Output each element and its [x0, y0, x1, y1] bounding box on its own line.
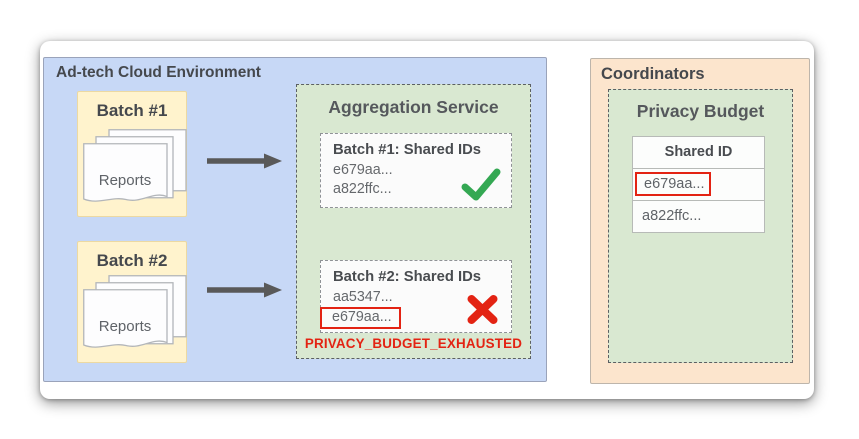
shared-id-table-header: Shared ID — [632, 136, 765, 169]
batch-1-box: Batch #1 Reports — [77, 91, 187, 217]
privacy-budget-panel: Privacy Budget Shared ID e679aa... a822f… — [608, 89, 793, 363]
batch-2-result-title: Batch #2: Shared IDs — [333, 269, 482, 285]
privacy-budget-title: Privacy Budget — [636, 101, 765, 121]
reports-stack-icon: Reports — [83, 129, 187, 202]
flagged-shared-id: e679aa... — [635, 172, 712, 196]
batch-2-result-box: Batch #2: Shared IDs aa5347... e679aa... — [320, 260, 512, 333]
x-icon — [467, 295, 498, 324]
batch-2-flow-arrow-icon — [207, 282, 282, 298]
reports-stack-icon: Reports — [83, 275, 187, 348]
batch-1-flow-arrow-icon — [207, 153, 282, 169]
table-row: e679aa... — [632, 168, 765, 201]
check-icon — [461, 168, 501, 201]
aggregation-service-title: Aggregation Service — [328, 97, 499, 117]
reports-label: Reports — [99, 172, 152, 189]
diagram-card: Ad-tech Cloud Environment Batch #1 Repor… — [40, 41, 814, 399]
batch-1-result-title: Batch #1: Shared IDs — [333, 142, 482, 158]
privacy-budget-exhausted-label: PRIVACY_BUDGET_EXHAUSTED — [304, 336, 523, 351]
reports-label: Reports — [99, 318, 152, 335]
batch-1-result-box: Batch #1: Shared IDs e679aa... a822ffc..… — [320, 133, 512, 208]
shared-id-value: aa5347... — [333, 289, 393, 305]
shared-id-table: Shared ID e679aa... a822ffc... — [632, 136, 765, 233]
adtech-panel-title: Ad-tech Cloud Environment — [56, 64, 261, 81]
coordinators-title: Coordinators — [601, 65, 705, 83]
adtech-cloud-panel: Ad-tech Cloud Environment Batch #1 Repor… — [43, 57, 547, 382]
batch-2-box: Batch #2 Reports — [77, 241, 187, 363]
shared-id-value: e679aa... — [333, 162, 393, 178]
aggregation-service-panel: Aggregation Service Batch #1: Shared IDs… — [296, 84, 531, 359]
shared-id-value: a822ffc... — [333, 181, 392, 197]
flagged-shared-id: e679aa... — [320, 307, 401, 329]
table-row: a822ffc... — [632, 200, 765, 233]
batch-1-label: Batch #1 — [96, 101, 168, 120]
coordinators-panel: Coordinators Privacy Budget Shared ID e6… — [590, 58, 810, 384]
batch-2-label: Batch #2 — [96, 251, 168, 270]
